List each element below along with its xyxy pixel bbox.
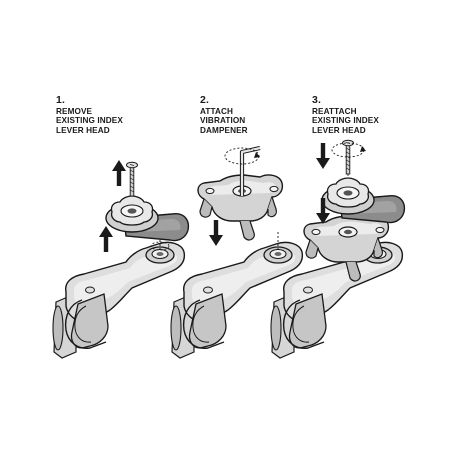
screw-icon bbox=[126, 161, 138, 197]
handlebar-clamp bbox=[52, 241, 186, 359]
step-3-number: 3. bbox=[312, 94, 321, 106]
step-3-label: 3. REATTACH EXISTING INDEX LEVER HEAD bbox=[312, 95, 379, 135]
index-lever-head bbox=[321, 177, 406, 224]
step-1-illustration bbox=[52, 160, 190, 359]
step-2-number: 2. bbox=[200, 94, 209, 106]
arrow-up-icon bbox=[112, 160, 126, 186]
arrow-down-icon bbox=[209, 220, 223, 246]
step-3-line-1: REATTACH bbox=[312, 107, 357, 116]
step-1-line-1: REMOVE bbox=[56, 107, 93, 116]
step-2-label: 2. ATTACH VIBRATION DAMPENER bbox=[200, 95, 248, 135]
arrow-down-icon bbox=[316, 143, 330, 169]
rotation-indicator-icon bbox=[224, 147, 260, 165]
hex-key-icon bbox=[239, 145, 261, 196]
step-3-illustration bbox=[270, 139, 406, 359]
step-2-line-2: VIBRATION bbox=[200, 116, 246, 126]
rotation-indicator-icon bbox=[331, 142, 366, 158]
index-lever-head bbox=[105, 195, 190, 242]
step-1-line-2: EXISTING INDEX bbox=[56, 116, 123, 126]
step-1-line-3: LEVER HEAD bbox=[56, 125, 110, 135]
step-3-line-3: LEVER HEAD bbox=[312, 125, 366, 135]
mount-ghost-outline bbox=[150, 241, 170, 251]
step-3-line-2: EXISTING INDEX bbox=[312, 116, 379, 126]
screw-icon bbox=[342, 139, 354, 175]
arrow-up-icon bbox=[99, 226, 113, 252]
step-2-illustration bbox=[170, 145, 304, 359]
step-2-line-1: ATTACH bbox=[200, 107, 234, 116]
step-2-line-3: DAMPENER bbox=[200, 125, 248, 135]
step-1-number: 1. bbox=[56, 94, 65, 106]
step-1-label: 1. REMOVE EXISTING INDEX LEVER HEAD bbox=[56, 95, 123, 135]
